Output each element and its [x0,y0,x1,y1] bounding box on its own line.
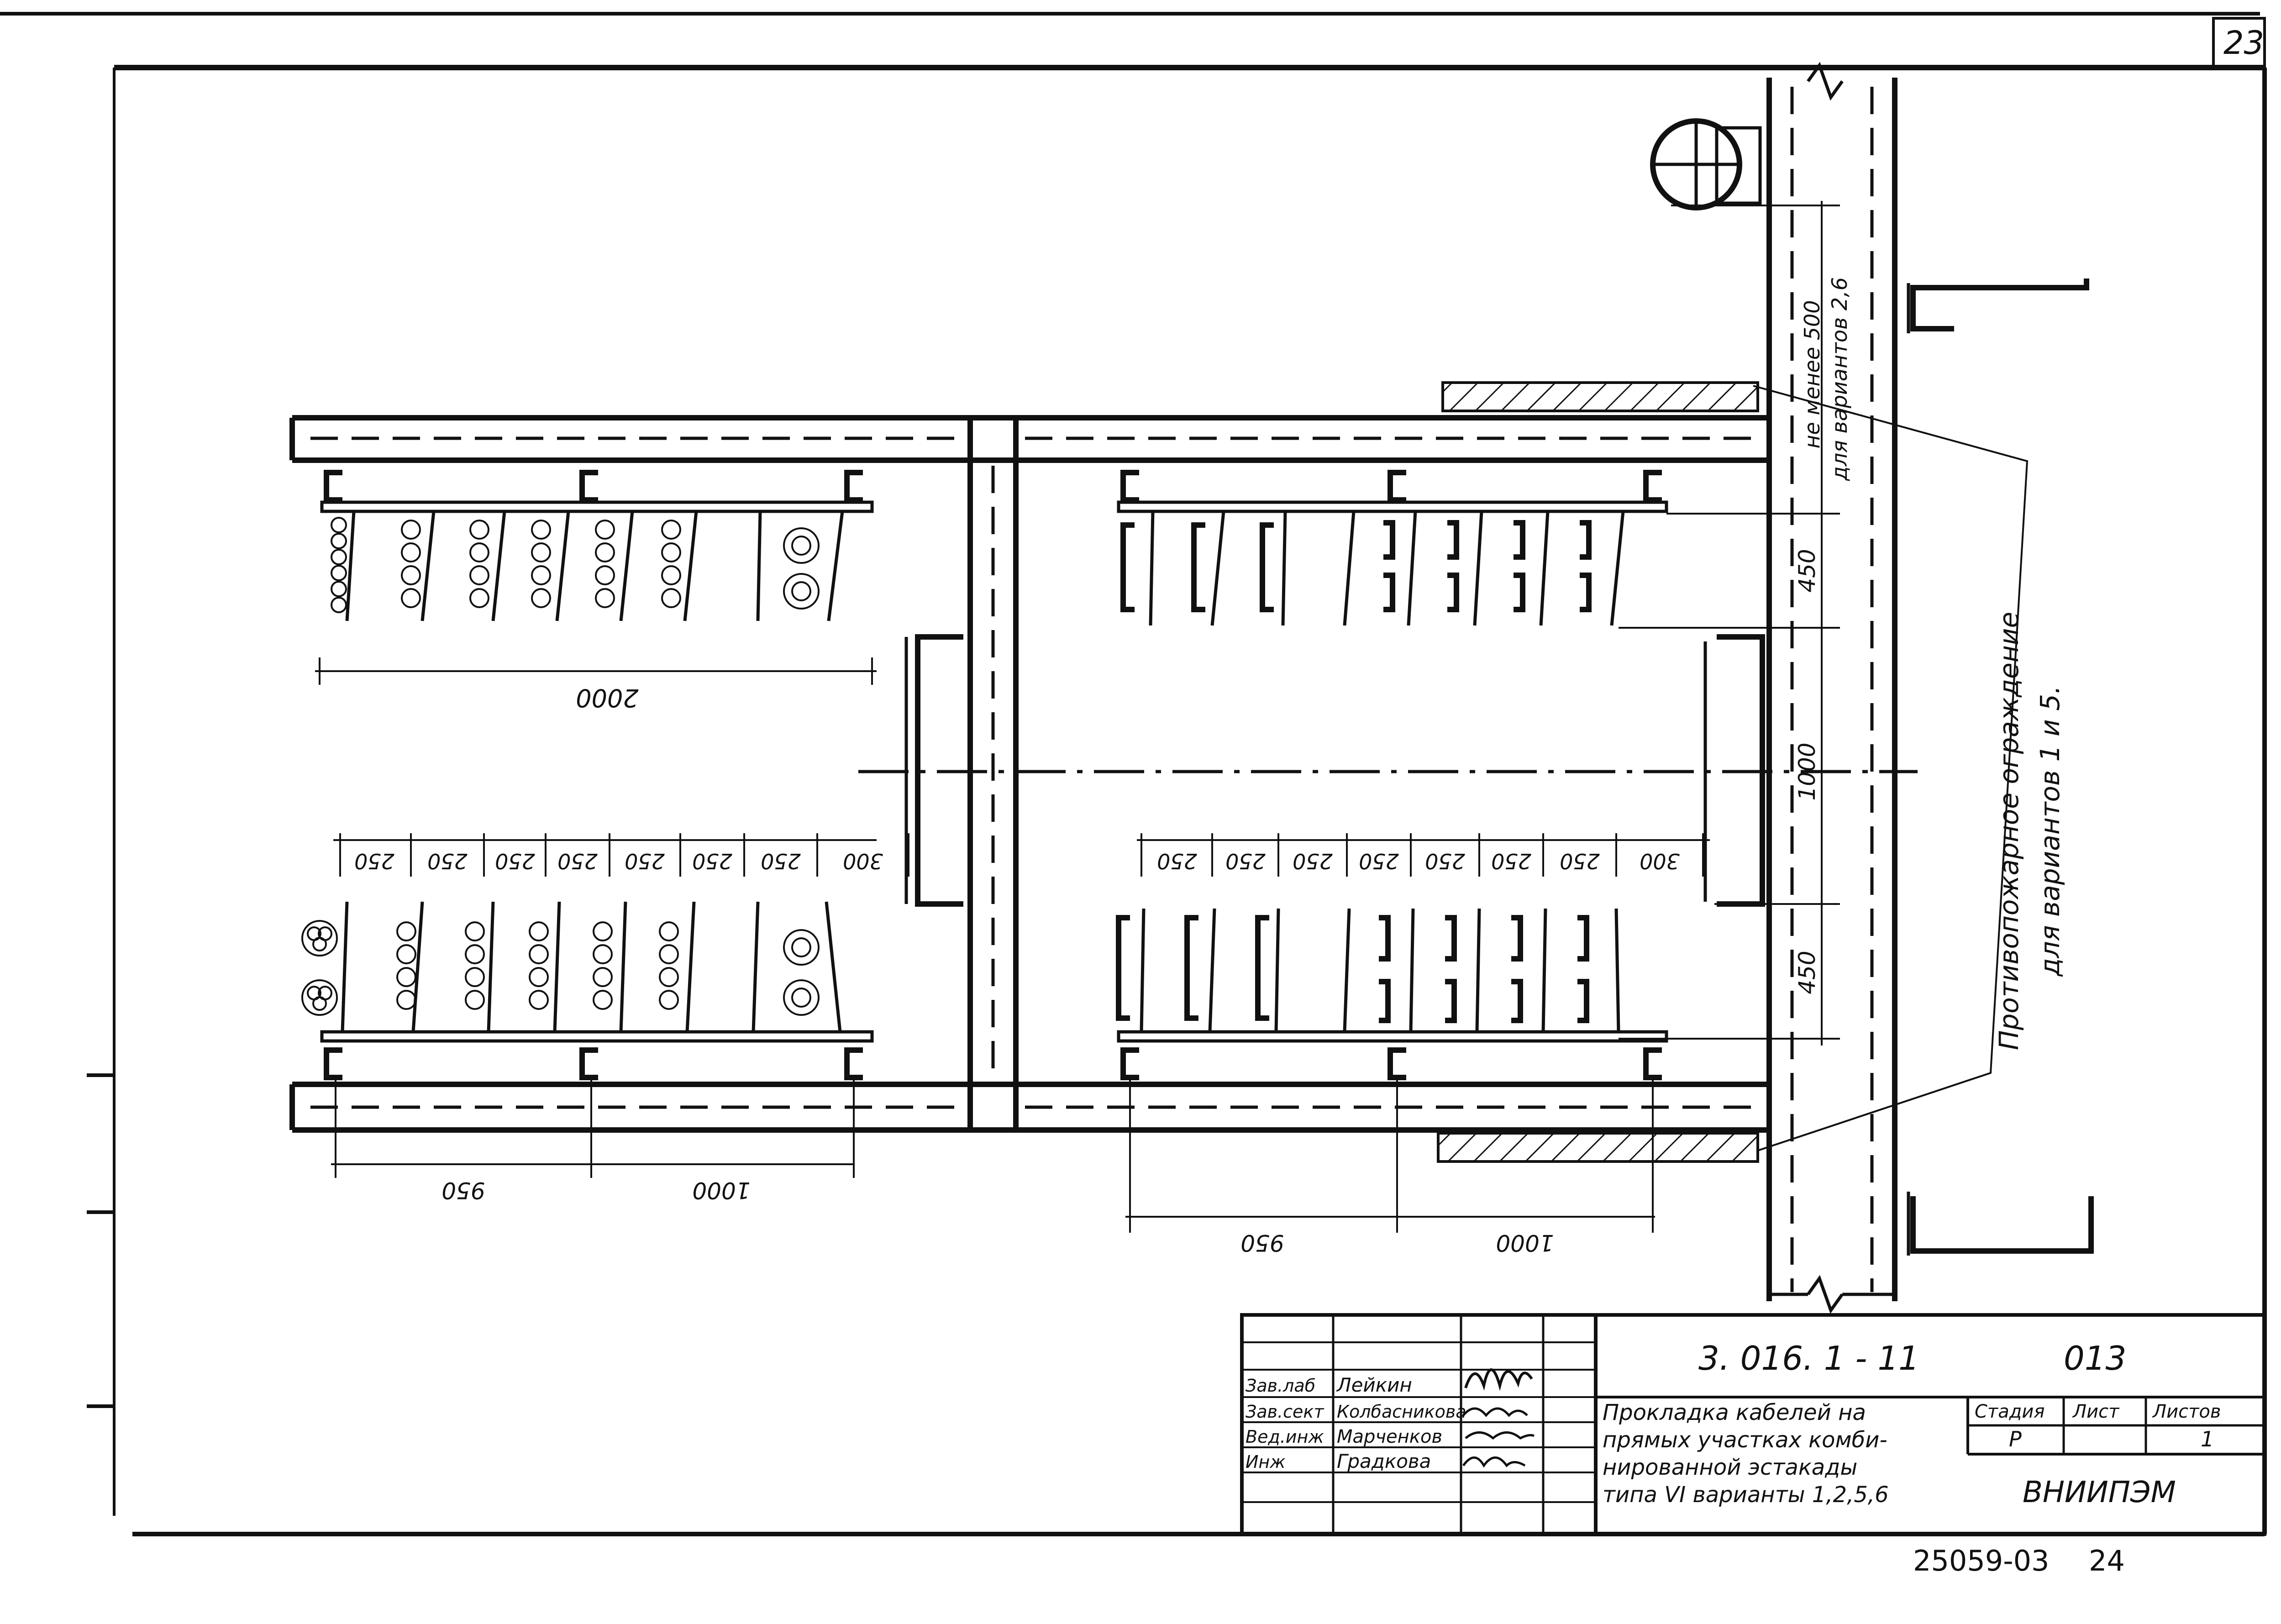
signature-1 [1464,1368,1533,1391]
middle-post [967,418,1019,1130]
dim-1000-left: 1000 [692,1177,750,1204]
dim-950-left: 950 [441,1177,485,1204]
dim-tray-r6: 250 [1491,849,1531,873]
archive-number: 25059-03 [1913,1544,2050,1577]
tray-left-top [331,511,844,621]
dim-tray-6: 250 [692,849,732,873]
signature-2 [1462,1407,1528,1417]
dim-1000-vertical: 1000 [1794,742,1820,800]
sheet-frame [0,12,2267,1536]
dim-tray-3: 250 [495,849,535,873]
staff-role-3: Вед.инж [1246,1427,1324,1447]
stage-value: Р [2009,1427,2022,1451]
staff-name-4: Градкова [1337,1450,1431,1472]
corner-number-box [2212,17,2266,69]
staff-role-2: Зав.сект [1246,1402,1324,1422]
tray-right-bottom [1116,908,1620,1032]
staff-name-2: Колбасникова [1337,1402,1466,1422]
tray-left-bottom [301,901,842,1032]
dim-right-gap: 300 [1640,849,1680,873]
doc-code: 3. 016. 1 - 11 [1698,1339,1919,1377]
staff-name-3: Марченков [1337,1426,1442,1447]
stage-header: Стадия [1975,1401,2044,1422]
signature-3 [1465,1431,1535,1440]
tray-shelves [320,500,1668,1043]
note-fire-barrier-line2: для вариантов 1 и 5. [2034,686,2066,977]
note-min-500-line1: не менее 500 [1800,300,1824,448]
dim-1000-right: 1000 [1496,1230,1554,1256]
dim-tray-1: 250 [354,849,394,873]
title-line-2: прямых участках комби- [1603,1427,1887,1453]
bottom-beam [289,1082,1769,1133]
sheet-code: 013 [2064,1339,2126,1377]
dim-tray-r7: 250 [1560,849,1600,873]
title-block [1240,1313,2266,1536]
fire-barrier-top [1441,381,1759,412]
dim-450-top: 450 [1794,549,1820,592]
note-min-500-line2: для вариантов 2,6 [1827,277,1852,481]
title-line-1: Прокладка кабелей на [1603,1400,1866,1425]
dim-2000: 2000 [576,683,638,712]
title-line-3: нированной эстакады [1603,1455,1857,1480]
dim-tray-r1: 250 [1157,849,1197,873]
dim-tray-r3: 250 [1293,849,1333,873]
dim-tray-5: 250 [625,849,665,873]
signature-4 [1462,1456,1526,1468]
wall-brackets [1907,279,2094,1256]
dimension-lines [315,201,2029,1233]
sheets-header: Листов [2152,1401,2221,1422]
trestle-column [1766,62,1897,1314]
dim-tray-r4: 250 [1359,849,1399,873]
sheets-value: 1 [2201,1427,2214,1451]
channel-clips [324,470,1662,1080]
page-number: 24 [2089,1544,2125,1577]
dim-left-gap: 300 [843,849,883,873]
dimension-labels: 2000 250 250 250 250 250 250 250 300 250… [354,277,2066,1256]
staff-name-1: Лейкин [1336,1374,1412,1396]
pipe-symbol [1650,118,1762,210]
note-fire-barrier-line1: Противопожарное ограждение [1993,612,2024,1050]
sheet-header: Лист [2072,1401,2120,1422]
title-block-text: 3. 016. 1 - 11 013 Прокладка кабелей на … [1246,1339,2221,1509]
staff-role-4: Инж [1246,1452,1286,1472]
dim-450-bottom: 450 [1794,951,1820,994]
tray-right-top [1120,511,1625,626]
fire-barrier-bottom [1437,1132,1759,1163]
dim-950-right: 950 [1240,1230,1284,1256]
organization: ВНИИПЭМ [2023,1476,2176,1509]
dim-tray-r5: 250 [1425,849,1465,873]
top-beam [289,415,1769,463]
title-line-4: типа VI варианты 1,2,5,6 [1603,1482,1889,1508]
dim-tray-2: 250 [427,849,468,873]
dim-tray-r2: 250 [1225,849,1266,873]
dim-tray-4: 250 [557,849,598,873]
dim-tray-7: 250 [761,849,801,873]
corner-number: 23 [2223,24,2264,62]
staff-role-1: Зав.лаб [1246,1376,1315,1396]
